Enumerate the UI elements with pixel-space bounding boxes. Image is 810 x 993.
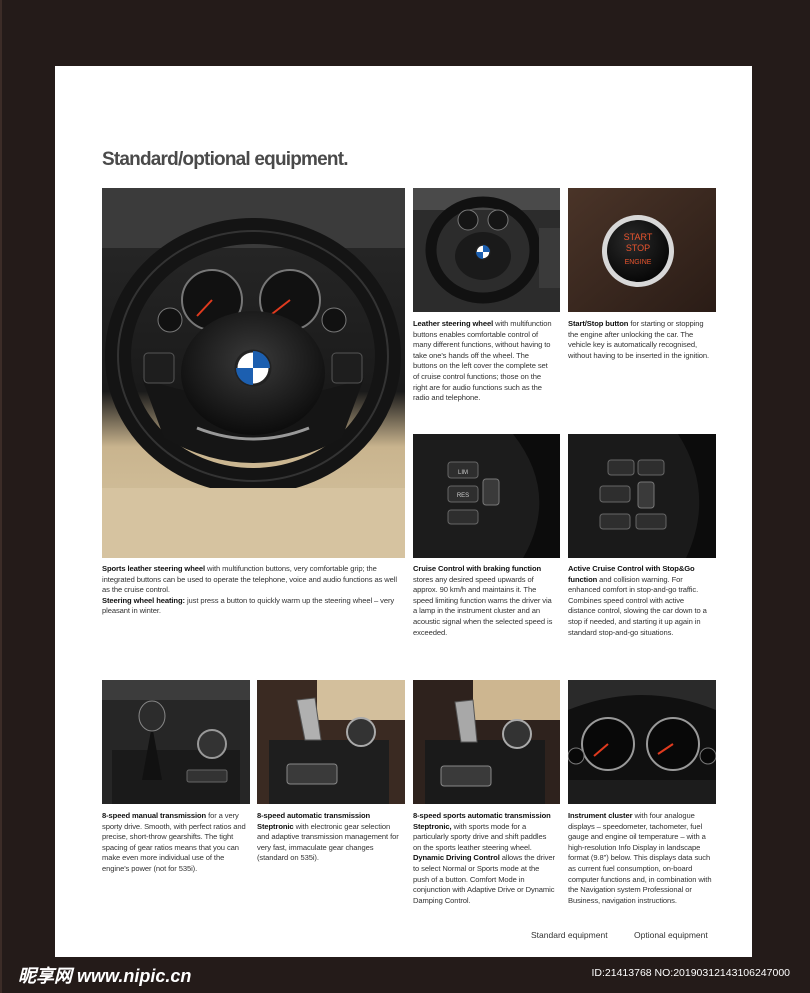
sports-automatic-transmission-photo [413, 680, 560, 804]
caption-title-2: Steering wheel heating: [102, 595, 185, 605]
caption-leather-steering-wheel: Leather steering wheel with multifunctio… [413, 319, 555, 404]
start-label: START [624, 232, 653, 242]
caption-title: 8-speed manual transmission [102, 811, 207, 820]
caption-cruise-control: Cruise Control with braking function sto… [413, 564, 555, 638]
caption-body: with four analogue displays – speedomete… [568, 811, 712, 905]
caption-title: Leather steering wheel [413, 319, 494, 328]
res-label: RES [457, 493, 469, 499]
engine-label: ENGINE [625, 259, 652, 266]
caption-title: Cruise Control with braking function [413, 564, 542, 573]
caption-body: and collision warning. For enhanced comf… [568, 574, 707, 637]
caption-instrument-cluster: Instrument cluster with four analogue di… [568, 811, 714, 906]
caption-manual-transmission: 8-speed manual transmission for a very s… [102, 811, 247, 875]
instrument-cluster-photo [568, 680, 716, 804]
cruise-control-photo: LIM RES [413, 434, 560, 558]
lim-label: LIM [458, 470, 468, 476]
caption-body: for a very sporty drive. Smooth, with pe… [102, 811, 246, 873]
brochure-page: Standard/optional equipment. [55, 66, 752, 957]
caption-title-2: Dynamic Driving Control [413, 853, 500, 863]
manual-transmission-photo [102, 680, 250, 804]
caption-body: stores any desired speed upwards of appr… [413, 574, 553, 637]
caption-body: with multifunction buttons enables comfo… [413, 319, 552, 403]
caption-body: with electronic gear selection and adapt… [257, 821, 399, 863]
caption-title: Active Cruise Control with Stop&Go funct… [568, 564, 695, 584]
stop-label: STOP [626, 243, 650, 253]
sports-steering-wheel-photo [102, 188, 405, 558]
caption-sports-automatic-transmission: 8-speed sports automatic transmission St… [413, 811, 556, 906]
legend-optional: Optional equipment [634, 930, 708, 940]
caption-title: 8-speed automatic transmission Steptroni… [257, 811, 371, 831]
caption-active-cruise-control: Active Cruise Control with Stop&Go funct… [568, 564, 713, 638]
caption-title: Start/Stop button [568, 319, 629, 328]
automatic-transmission-photo [257, 680, 405, 804]
caption-body-2: just press a button to quickly warm up t… [102, 595, 395, 616]
legend-standard: Standard equipment [531, 930, 608, 940]
caption-automatic-transmission: 8-speed automatic transmission Steptroni… [257, 811, 404, 864]
caption-body: with sports mode for a particularly spor… [413, 821, 547, 852]
caption-body: for starting or stopping the engine afte… [568, 319, 710, 360]
caption-sports-steering-wheel: Sports leather steering wheel with multi… [102, 564, 405, 617]
leather-steering-wheel-photo [413, 188, 560, 312]
caption-title: Sports leather steering wheel [102, 564, 206, 573]
start-stop-button-photo: START STOP ENGINE [568, 188, 716, 312]
watermark-site: 昵享网 www.nipic.cn [18, 966, 192, 986]
page-title: Standard/optional equipment. [102, 149, 349, 170]
caption-title: Instrument cluster [568, 811, 633, 820]
caption-body: with multifunction buttons, very comfort… [102, 564, 397, 595]
watermark-id: ID:21413768 NO:20190312143106247000 [591, 967, 790, 979]
caption-start-stop: Start/Stop button for starting or stoppi… [568, 319, 713, 361]
left-border [0, 0, 2, 993]
caption-body-2: allows the driver to select Normal or Sp… [413, 853, 555, 905]
active-cruise-control-photo [568, 434, 716, 558]
caption-title: 8-speed sports automatic transmission St… [413, 811, 551, 831]
